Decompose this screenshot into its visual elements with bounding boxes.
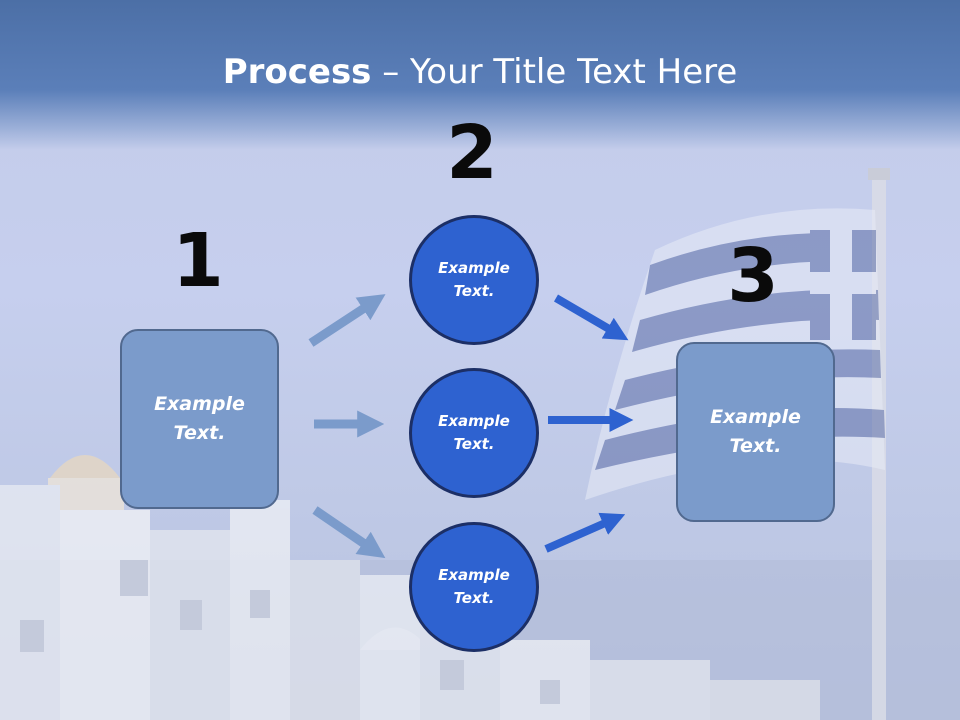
arrow-bottom-to-right bbox=[544, 512, 626, 553]
arrow-left-to-bottom bbox=[312, 506, 386, 559]
arrow-left-to-top bbox=[308, 294, 386, 347]
circle-bottom-text: Example Text. bbox=[438, 566, 510, 607]
title-rest: – Your Title Text Here bbox=[371, 52, 738, 92]
arrow-top-to-right bbox=[553, 294, 629, 341]
title-band bbox=[0, 0, 960, 150]
left-box-text: Example Text. bbox=[154, 393, 245, 444]
left-box: Example Text. bbox=[120, 329, 279, 509]
circle-middle-text: Example Text. bbox=[438, 412, 510, 453]
title-bold: Process bbox=[222, 52, 372, 92]
circle-middle: Example Text. bbox=[409, 368, 539, 498]
right-box: Example Text. bbox=[676, 342, 835, 522]
circle-bottom: Example Text. bbox=[409, 522, 539, 652]
right-box-text: Example Text. bbox=[710, 406, 801, 457]
step-number-1: 1 bbox=[172, 218, 224, 304]
step-number-3: 3 bbox=[727, 233, 779, 319]
circle-top-text: Example Text. bbox=[438, 259, 510, 300]
slide-title: Process – Your Title Text Here bbox=[0, 52, 960, 92]
circle-top: Example Text. bbox=[409, 215, 539, 345]
step-number-2: 2 bbox=[446, 110, 498, 196]
